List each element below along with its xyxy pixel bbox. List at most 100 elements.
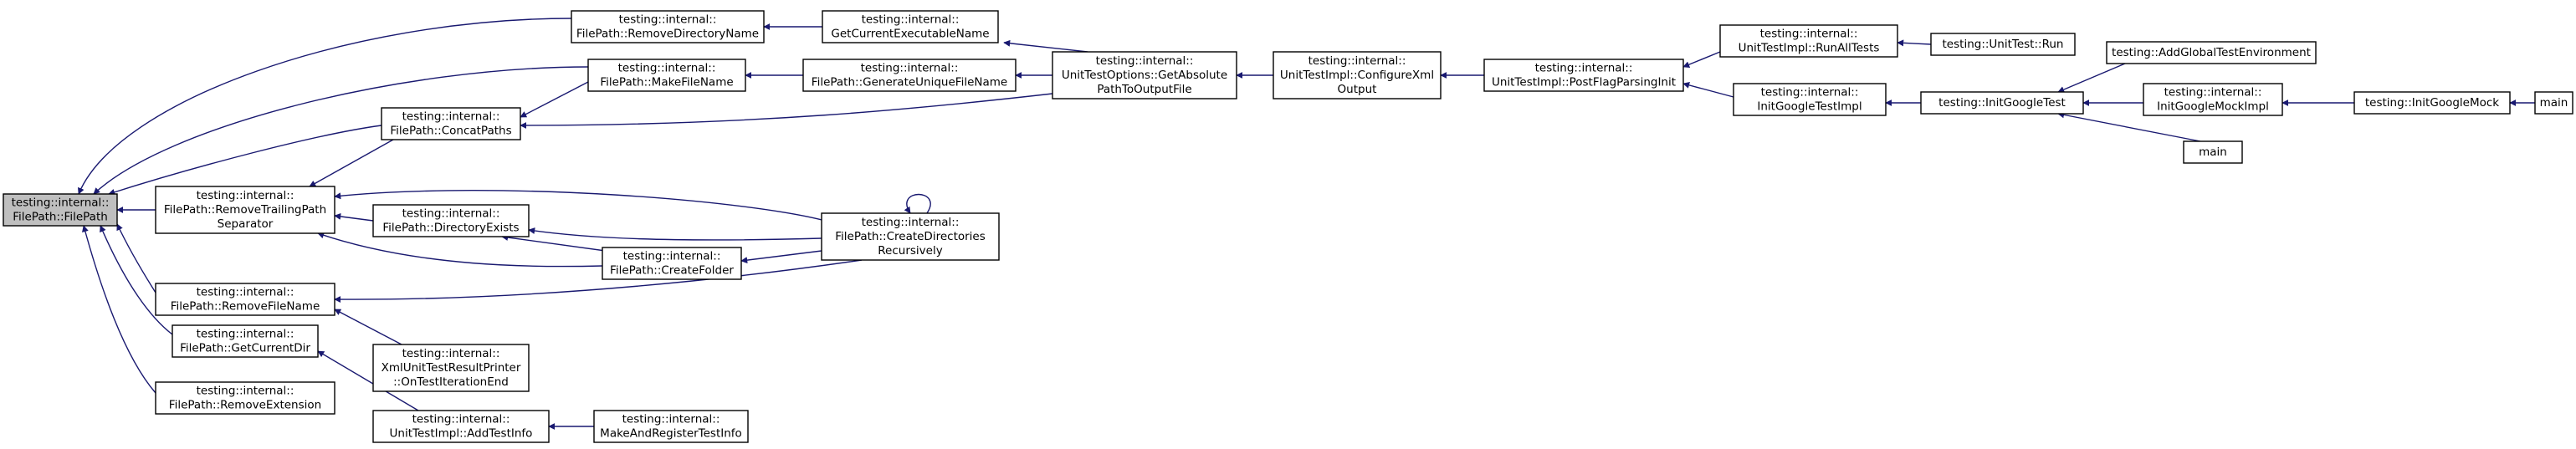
call-edge (1897, 39, 1932, 47)
nodes: testing::internal::FilePath::FilePathtes… (3, 10, 2573, 443)
node-main1[interactable]: main (2183, 140, 2243, 164)
node-box (1273, 51, 1442, 99)
node-createfolder[interactable]: testing::internal::FilePath::CreateFolde… (602, 247, 742, 280)
call-edge (520, 93, 1053, 129)
node-initgmockimpl[interactable]: testing::internal::InitGoogleMockImpl (2143, 83, 2283, 116)
node-label: testing::internal:: (402, 110, 500, 124)
node-removedirname[interactable]: testing::internal::FilePath::RemoveDirec… (571, 10, 765, 43)
node-removefilename[interactable]: testing::internal::FilePath::RemoveFileN… (155, 283, 335, 316)
call-edge (1682, 81, 1734, 98)
node-addtestinfo[interactable]: testing::internal::UnitTestImpl::AddTest… (372, 410, 550, 443)
node-box (593, 410, 749, 443)
node-label: testing::InitGoogleTest (1938, 96, 2066, 110)
call-edge (100, 225, 173, 335)
call-edge (116, 223, 156, 293)
node-box (1483, 59, 1684, 92)
node-box (1920, 91, 2084, 115)
node-initgoogletest[interactable]: testing::InitGoogleTest (1920, 91, 2084, 115)
node-box (822, 10, 999, 43)
node-box (602, 247, 742, 280)
node-box (2106, 41, 2317, 64)
node-label: testing::InitGoogleMock (2365, 96, 2499, 110)
node-label: InitGoogleMockImpl (2157, 100, 2269, 114)
node-postflag[interactable]: testing::internal::UnitTestImpl::PostFla… (1483, 59, 1684, 92)
node-box (155, 186, 335, 234)
node-label: testing::internal:: (197, 328, 294, 341)
node-box (155, 381, 335, 415)
node-removetrailing[interactable]: testing::internal::FilePath::RemoveTrail… (155, 186, 335, 234)
node-directoryexists[interactable]: testing::internal::FilePath::DirectoryEx… (372, 204, 530, 237)
node-getcurrentexe[interactable]: testing::internal::GetCurrentExecutableN… (822, 10, 999, 43)
node-box (1052, 51, 1237, 99)
call-edge (528, 227, 822, 241)
node-removeextension[interactable]: testing::internal::FilePath::RemoveExten… (155, 381, 335, 415)
node-label: testing::internal:: (197, 286, 294, 299)
call-edge (520, 81, 589, 118)
node-label: MakeAndRegisterTestInfo (600, 427, 742, 441)
node-label: UnitTestOptions::GetAbsolute (1062, 69, 1227, 82)
node-label: UnitTestImpl::AddTestInfo (390, 427, 533, 441)
node-label: FilePath::GetCurrentDir (180, 342, 310, 355)
node-generateunique[interactable]: testing::internal::FilePath::GenerateUni… (802, 59, 1017, 92)
node-box (3, 193, 118, 227)
node-initgooglemock[interactable]: testing::InitGoogleMock (2353, 91, 2511, 115)
node-configurexml[interactable]: testing::internal::UnitTestImpl::Configu… (1273, 51, 1442, 99)
node-box (821, 212, 1000, 261)
node-makefilename[interactable]: testing::internal::FilePath::MakeFileNam… (587, 59, 746, 92)
node-box (2143, 83, 2283, 116)
node-label: testing::internal:: (619, 13, 717, 27)
node-getabsolute[interactable]: testing::internal::UnitTestOptions::GetA… (1052, 51, 1237, 99)
node-label: PathToOutputFile (1097, 83, 1191, 96)
node-label: testing::internal:: (861, 62, 959, 75)
node-label: testing::internal:: (622, 413, 720, 426)
node-runalltests[interactable]: testing::internal::UnitTestImpl::RunAllT… (1719, 24, 1898, 58)
node-label: UnitTestImpl::RunAllTests (1739, 42, 1880, 55)
node-label: testing::internal:: (1308, 54, 1406, 68)
node-label: testing::internal:: (1760, 28, 1858, 41)
node-label: FilePath::RemoveFileName (171, 300, 320, 314)
node-label: main (2199, 145, 2227, 159)
node-unittestrun[interactable]: testing::UnitTest::Run (1930, 33, 2076, 56)
node-label: XmlUnitTestResultPrinter (382, 361, 521, 375)
node-label: FilePath::CreateFolder (610, 264, 734, 278)
node-initgtestimpl[interactable]: testing::internal::InitGoogleTestImpl (1733, 83, 1887, 116)
call-edge (334, 309, 402, 345)
node-concatpaths[interactable]: testing::internal::FilePath::ConcatPaths (381, 107, 521, 140)
node-label: InitGoogleTestImpl (1757, 100, 1862, 114)
node-box (571, 10, 765, 43)
node-createdirs[interactable]: testing::internal::FilePath::CreateDirec… (821, 212, 1000, 261)
node-label: FilePath::RemoveTrailingPath (164, 203, 326, 217)
node-label: Recursively (878, 244, 942, 258)
node-label: testing::internal:: (1535, 62, 1633, 75)
node-box (155, 283, 335, 316)
node-label: testing::internal:: (197, 385, 294, 398)
node-label: FilePath::GenerateUniqueFileName (812, 76, 1007, 89)
node-label: testing::internal:: (2164, 86, 2262, 99)
node-filepath[interactable]: testing::internal::FilePath::FilePath (3, 193, 118, 227)
edges (78, 18, 2535, 430)
call-edge (1682, 51, 1721, 68)
call-edge (334, 259, 863, 304)
call-edge (740, 250, 822, 264)
node-label: testing::UnitTest::Run (1943, 38, 2064, 51)
node-label: testing::internal:: (412, 413, 510, 426)
node-label: FilePath::RemoveExtension (169, 399, 321, 412)
node-label: FilePath::CreateDirectories (835, 230, 986, 243)
call-edge (1003, 39, 1088, 53)
node-box (372, 410, 550, 443)
node-label: testing::internal:: (618, 62, 716, 75)
call-edge (93, 66, 589, 195)
node-getcurrentdir[interactable]: testing::internal::FilePath::GetCurrentD… (172, 324, 319, 358)
node-label: testing::internal:: (402, 347, 500, 360)
node-xmlprinter[interactable]: testing::internal::XmlUnitTestResultPrin… (372, 344, 530, 392)
call-edge (334, 212, 374, 222)
node-label: FilePath::DirectoryExists (382, 222, 519, 235)
node-box (372, 344, 530, 392)
node-addglobal[interactable]: testing::AddGlobalTestEnvironment (2106, 41, 2317, 64)
node-makeregister[interactable]: testing::internal::MakeAndRegisterTestIn… (593, 410, 749, 443)
node-box (2353, 91, 2511, 115)
node-main2[interactable]: main (2534, 91, 2573, 115)
node-label: testing::AddGlobalTestEnvironment (2112, 46, 2311, 59)
node-box (172, 324, 319, 358)
